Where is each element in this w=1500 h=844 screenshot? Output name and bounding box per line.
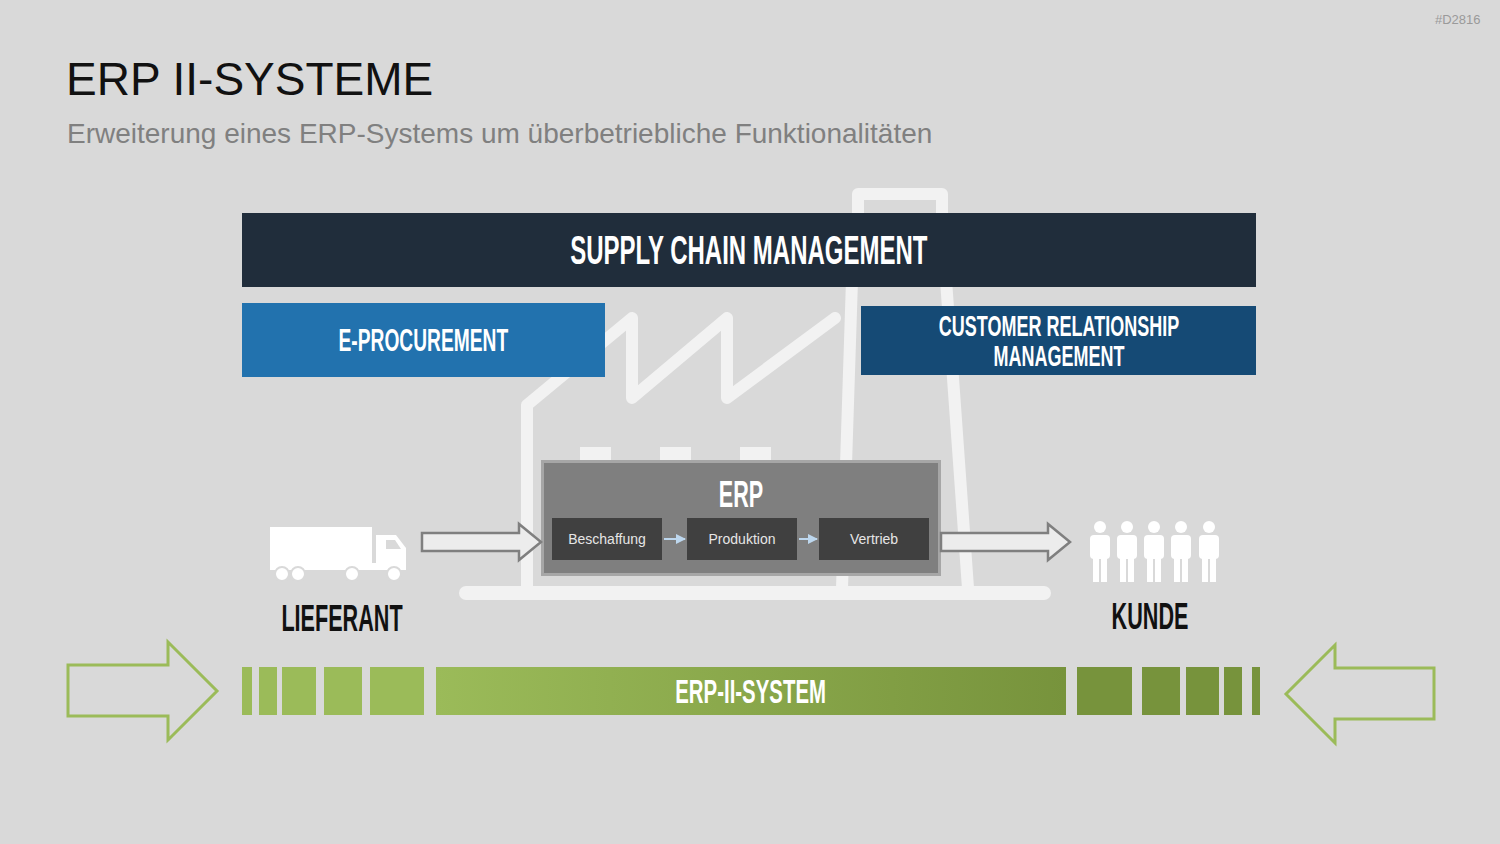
system-box: ERP Beschaffung Produktion Vertrieb: [541, 460, 941, 576]
band-stripe: [1142, 667, 1180, 715]
band-stripe: [324, 667, 362, 715]
person-icon: [1199, 521, 1219, 582]
factory-base: [466, 586, 1044, 600]
node-heading: CUSTOMER RELATIONSHIP MANAGEMENT: [918, 311, 1200, 371]
inbound-arrow: [68, 642, 217, 740]
node-heading: ERP: [719, 477, 763, 513]
actor-node: LIEFERANT: [262, 515, 422, 637]
actor-node: KUNDE: [1070, 515, 1230, 635]
truck-wheel: [387, 567, 401, 581]
person-icon: [1144, 521, 1164, 582]
band-stripe: [259, 667, 277, 715]
truck-chassis: [270, 563, 406, 570]
slide-title: ERP II-SYSTEME: [66, 52, 433, 106]
truck-wheel: [291, 567, 305, 581]
roof-vent: [660, 447, 691, 461]
node-heading: LIEFERANT: [281, 601, 402, 637]
process-box: Beschaffung: [552, 518, 662, 560]
truck-icon: [270, 527, 406, 581]
truck-wheel: [345, 567, 359, 581]
flow-arrow: [422, 524, 541, 560]
process-box: Produktion: [687, 518, 797, 560]
flow-arrow: [941, 524, 1070, 560]
node-label: Produktion: [709, 531, 776, 547]
roof-vent: [580, 447, 611, 461]
band-stripes-left: [242, 667, 424, 715]
band-stripe: [1186, 667, 1219, 715]
truck-window: [386, 540, 401, 549]
watermark-id: #D2816: [1435, 12, 1481, 27]
band-stripe: [1252, 667, 1260, 715]
node-label: Beschaffung: [568, 531, 646, 547]
band-stripe: [1077, 667, 1132, 715]
node-heading: SUPPLY CHAIN MANAGEMENT: [570, 230, 927, 270]
node-heading: KUNDE: [1112, 599, 1189, 635]
inbound-arrow: [1286, 645, 1434, 743]
person-icon: [1117, 521, 1137, 582]
roof-vent: [740, 447, 771, 461]
module-box: E-PROCUREMENT: [242, 303, 605, 377]
band-stripe: [282, 667, 316, 715]
band-header: SUPPLY CHAIN MANAGEMENT: [242, 213, 1256, 287]
truck-trailer: [270, 527, 372, 563]
process-box: Vertrieb: [819, 518, 929, 560]
node-heading: ERP-II-SYSTEM: [676, 674, 827, 708]
slide-subtitle: Erweiterung eines ERP-Systems um überbet…: [67, 118, 932, 150]
process-arrow: [664, 538, 685, 540]
truck-wheel: [275, 567, 289, 581]
node-heading: E-PROCUREMENT: [339, 324, 509, 356]
person-icon: [1090, 521, 1110, 582]
system-band: ERP-II-SYSTEM: [436, 667, 1066, 715]
band-stripe: [370, 667, 424, 715]
person-icon: [1171, 521, 1191, 582]
band-stripe: [242, 667, 252, 715]
module-box: CUSTOMER RELATIONSHIP MANAGEMENT: [861, 306, 1256, 375]
band-stripe: [1224, 667, 1242, 715]
process-arrow: [799, 538, 817, 540]
node-label: Vertrieb: [850, 531, 898, 547]
band-stripes-right: [1077, 667, 1260, 715]
